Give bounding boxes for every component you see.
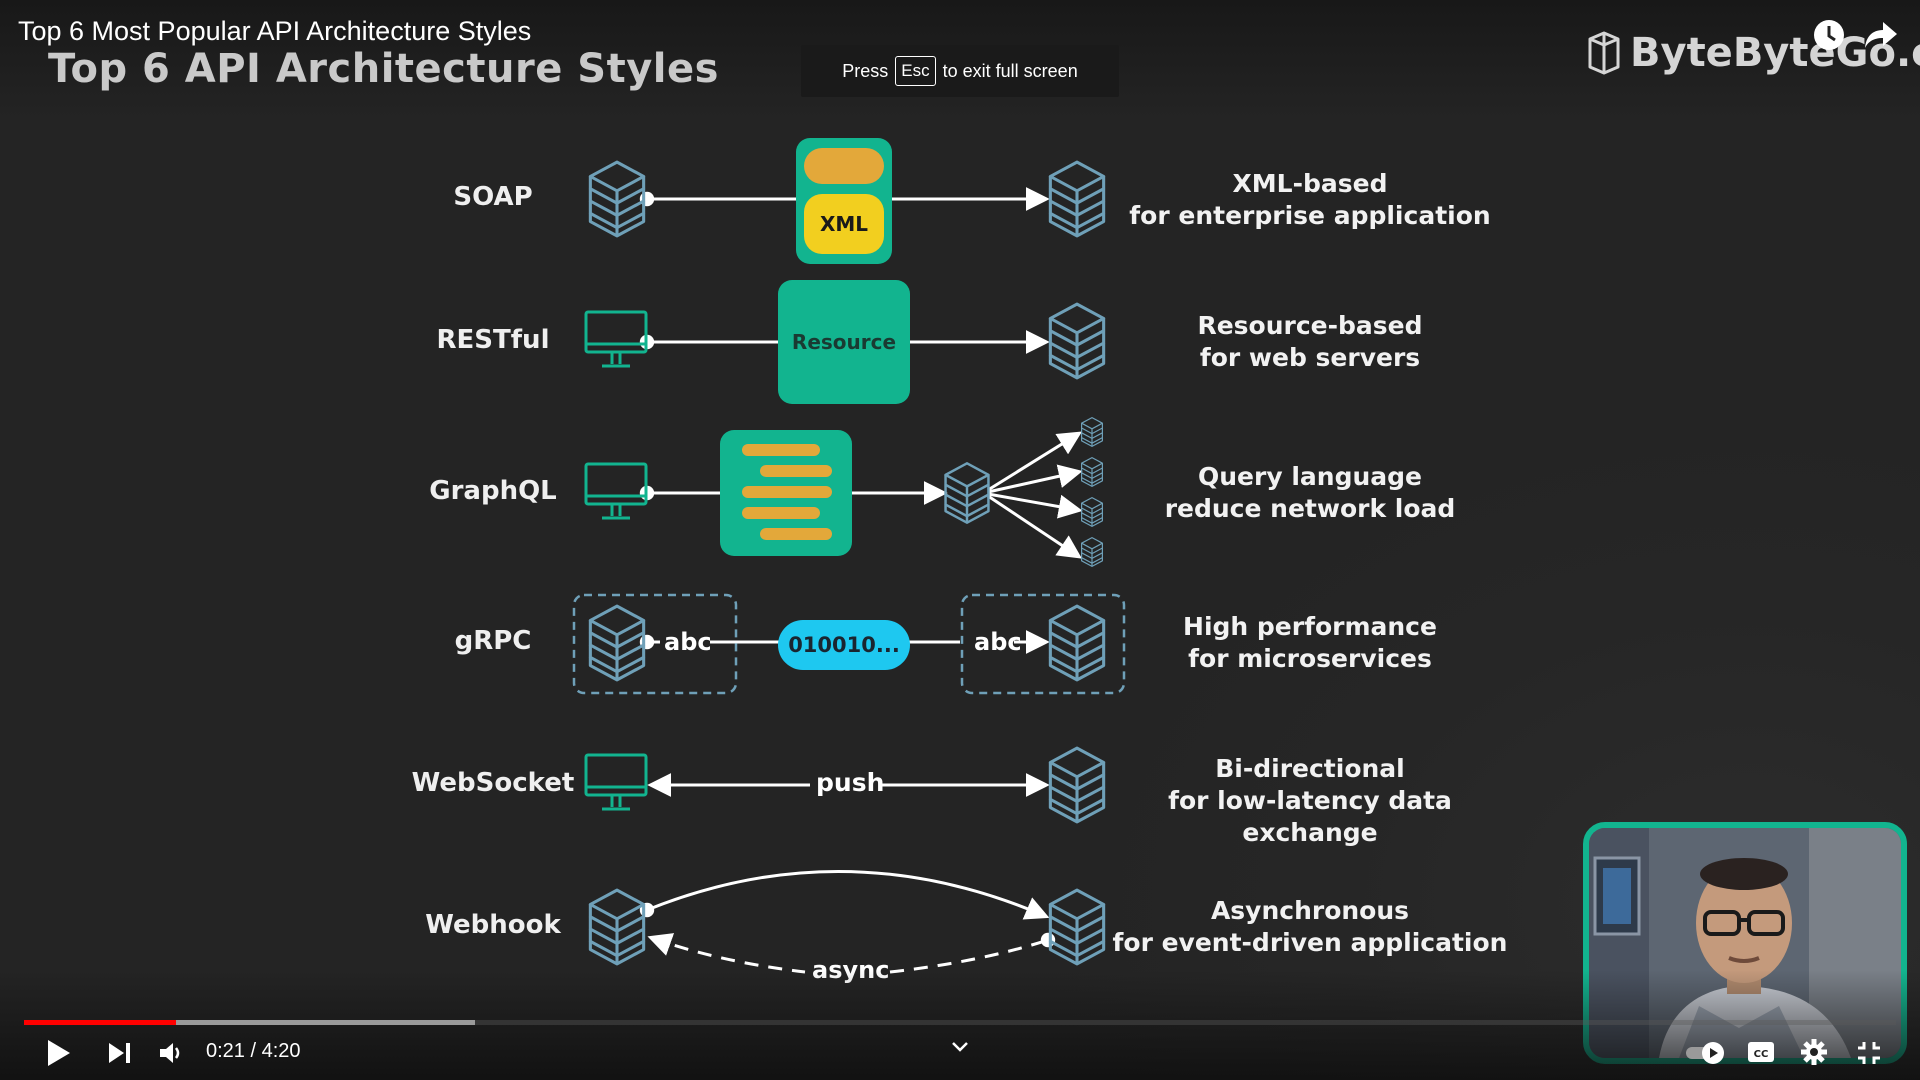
desc-line: for event-driven application	[1112, 928, 1508, 957]
server-icon	[586, 602, 648, 684]
desc-line: for enterprise application	[1129, 201, 1491, 230]
server-icon	[1046, 158, 1108, 240]
skip-next-icon[interactable]	[106, 1040, 132, 1066]
server-icon	[1046, 300, 1108, 382]
row-label-restful: RESTful	[436, 325, 550, 355]
monitor-icon	[584, 310, 648, 374]
monitor-icon	[584, 753, 648, 817]
controls-gradient	[0, 970, 1920, 1080]
captions-icon[interactable]: CC	[1746, 1040, 1776, 1064]
notice-suffix: to exit full screen	[942, 60, 1078, 81]
exit-fullscreen-icon[interactable]	[1856, 1040, 1882, 1066]
xml-header-block	[804, 148, 884, 184]
webhook-async-connector	[889, 932, 1056, 974]
websocket-push-label: push	[816, 768, 885, 797]
server-icon	[1046, 744, 1108, 826]
desc-line: reduce network load	[1164, 494, 1456, 523]
time-separator: /	[250, 1040, 257, 1062]
webhook-connector	[639, 869, 1050, 920]
row-label-graphql: GraphQL	[429, 476, 557, 506]
slide-title: Top 6 API Architecture Styles	[48, 46, 719, 92]
server-icon	[1080, 536, 1104, 568]
graphql-branch	[987, 431, 1083, 492]
graphql-query-box	[720, 430, 852, 556]
grpc-right-tag: abc	[974, 628, 1022, 656]
desc-grpc: High performance for microservices	[1100, 611, 1520, 675]
desc-line: Resource-based	[1197, 311, 1423, 340]
notice-prefix: Press	[842, 60, 889, 81]
fullscreen-notice: Press Esc to exit full screen	[801, 45, 1119, 97]
desc-line: High performance	[1183, 612, 1437, 641]
desc-line: Query language	[1198, 462, 1422, 491]
desc-line: for low-latency data exchange	[1168, 786, 1452, 847]
duration: 4:20	[261, 1040, 301, 1062]
query-line	[760, 528, 832, 540]
desc-graphql: Query language reduce network load	[1100, 461, 1520, 525]
desc-line: Bi-directional	[1215, 754, 1405, 783]
progress-track[interactable]	[24, 1020, 1896, 1025]
xml-body-block: XML	[804, 194, 884, 254]
progress-played	[24, 1020, 176, 1025]
desc-restful: Resource-based for web servers	[1100, 310, 1520, 374]
desc-line: for microservices	[1188, 644, 1432, 673]
desc-line: for web servers	[1199, 343, 1421, 372]
play-icon[interactable]	[44, 1038, 72, 1068]
query-line	[742, 444, 820, 456]
row-label-webhook: Webhook	[425, 910, 561, 940]
graphql-branch	[987, 494, 1082, 559]
row-label-websocket: WebSocket	[411, 768, 575, 798]
clock-icon[interactable]	[1812, 18, 1846, 52]
desc-line: XML-based	[1232, 169, 1388, 198]
grpc-client-frame	[572, 593, 738, 695]
server-icon	[586, 158, 648, 240]
time-display: 0:21 / 4:20	[206, 1040, 301, 1063]
video-title[interactable]: Top 6 Most Popular API Architecture Styl…	[18, 16, 532, 46]
svg-text:CC: CC	[1754, 1049, 1769, 1060]
volume-icon[interactable]	[158, 1041, 184, 1065]
bytebytego-logo-icon	[1588, 31, 1620, 75]
monitor-icon	[584, 462, 648, 526]
query-line	[742, 507, 820, 519]
graphql-branch	[987, 464, 1083, 494]
desc-line: Asynchronous	[1210, 896, 1410, 925]
share-icon[interactable]	[1863, 20, 1899, 50]
current-time: 0:21	[206, 1040, 245, 1062]
resource-box: Resource	[778, 280, 910, 404]
chevron-down-icon[interactable]	[950, 1040, 970, 1054]
row-label-grpc: gRPC	[454, 626, 532, 656]
desc-websocket: Bi-directional for low-latency data exch…	[1100, 753, 1520, 849]
server-icon	[1046, 602, 1108, 684]
desc-soap: XML-based for enterprise application	[1100, 168, 1520, 232]
server-icon	[942, 460, 992, 526]
autoplay-toggle-icon[interactable]	[1684, 1040, 1728, 1066]
server-icon	[1046, 886, 1108, 968]
server-icon	[586, 886, 648, 968]
webhook-async-connector	[647, 933, 806, 974]
grpc-server-frame	[960, 593, 1126, 695]
graphql-branch	[987, 492, 1083, 519]
query-line	[742, 486, 832, 498]
esc-key: Esc	[895, 56, 936, 86]
grpc-left-tag: abc	[664, 628, 712, 656]
query-line	[760, 465, 832, 477]
desc-webhook: Asynchronous for event-driven applicatio…	[1100, 895, 1520, 959]
progress-buffered	[24, 1020, 476, 1025]
server-icon	[1080, 416, 1104, 448]
soap-envelope: XML	[796, 138, 892, 264]
row-label-soap: SOAP	[453, 182, 533, 212]
gear-icon[interactable]	[1800, 1038, 1828, 1066]
grpc-binary-pill: 010010...	[778, 620, 910, 670]
